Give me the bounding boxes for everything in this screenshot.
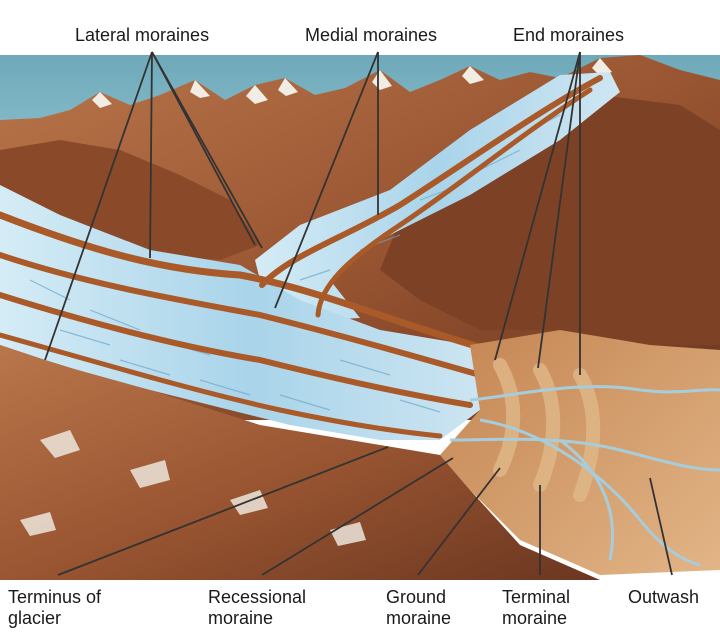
label-terminal-moraine: Terminal moraine: [502, 587, 570, 629]
label-terminal-line2: moraine: [502, 608, 568, 628]
label-ground-line1: Ground: [386, 587, 447, 607]
label-terminus-line1: Terminus of: [8, 587, 102, 607]
mid-ridge-left: [0, 140, 260, 260]
label-recessional-moraine: Recessional moraine: [208, 587, 306, 629]
label-end-moraines: End moraines: [513, 25, 625, 45]
label-ground-line2: moraine: [386, 608, 452, 628]
label-terminal-line1: Terminal: [502, 587, 571, 607]
label-lateral-moraines: Lateral moraines: [75, 25, 210, 45]
foreground-mountains: [0, 345, 600, 580]
label-ground-moraine: Ground moraine: [386, 587, 451, 629]
label-medial-moraines: Medial moraines: [305, 25, 438, 45]
label-outwash: Outwash: [628, 587, 700, 607]
crevasses: [29, 114, 561, 413]
label-terminus-line2: glacier: [8, 608, 62, 628]
label-terminus-of-glacier: Terminus of glacier: [8, 587, 101, 629]
moraine-stripes: [0, 75, 603, 439]
label-recessional-line1: Recessional: [208, 587, 307, 607]
leader-lines: [44, 51, 673, 576]
meltwater-streams: [449, 385, 720, 567]
label-recessional-line2: moraine: [208, 608, 274, 628]
